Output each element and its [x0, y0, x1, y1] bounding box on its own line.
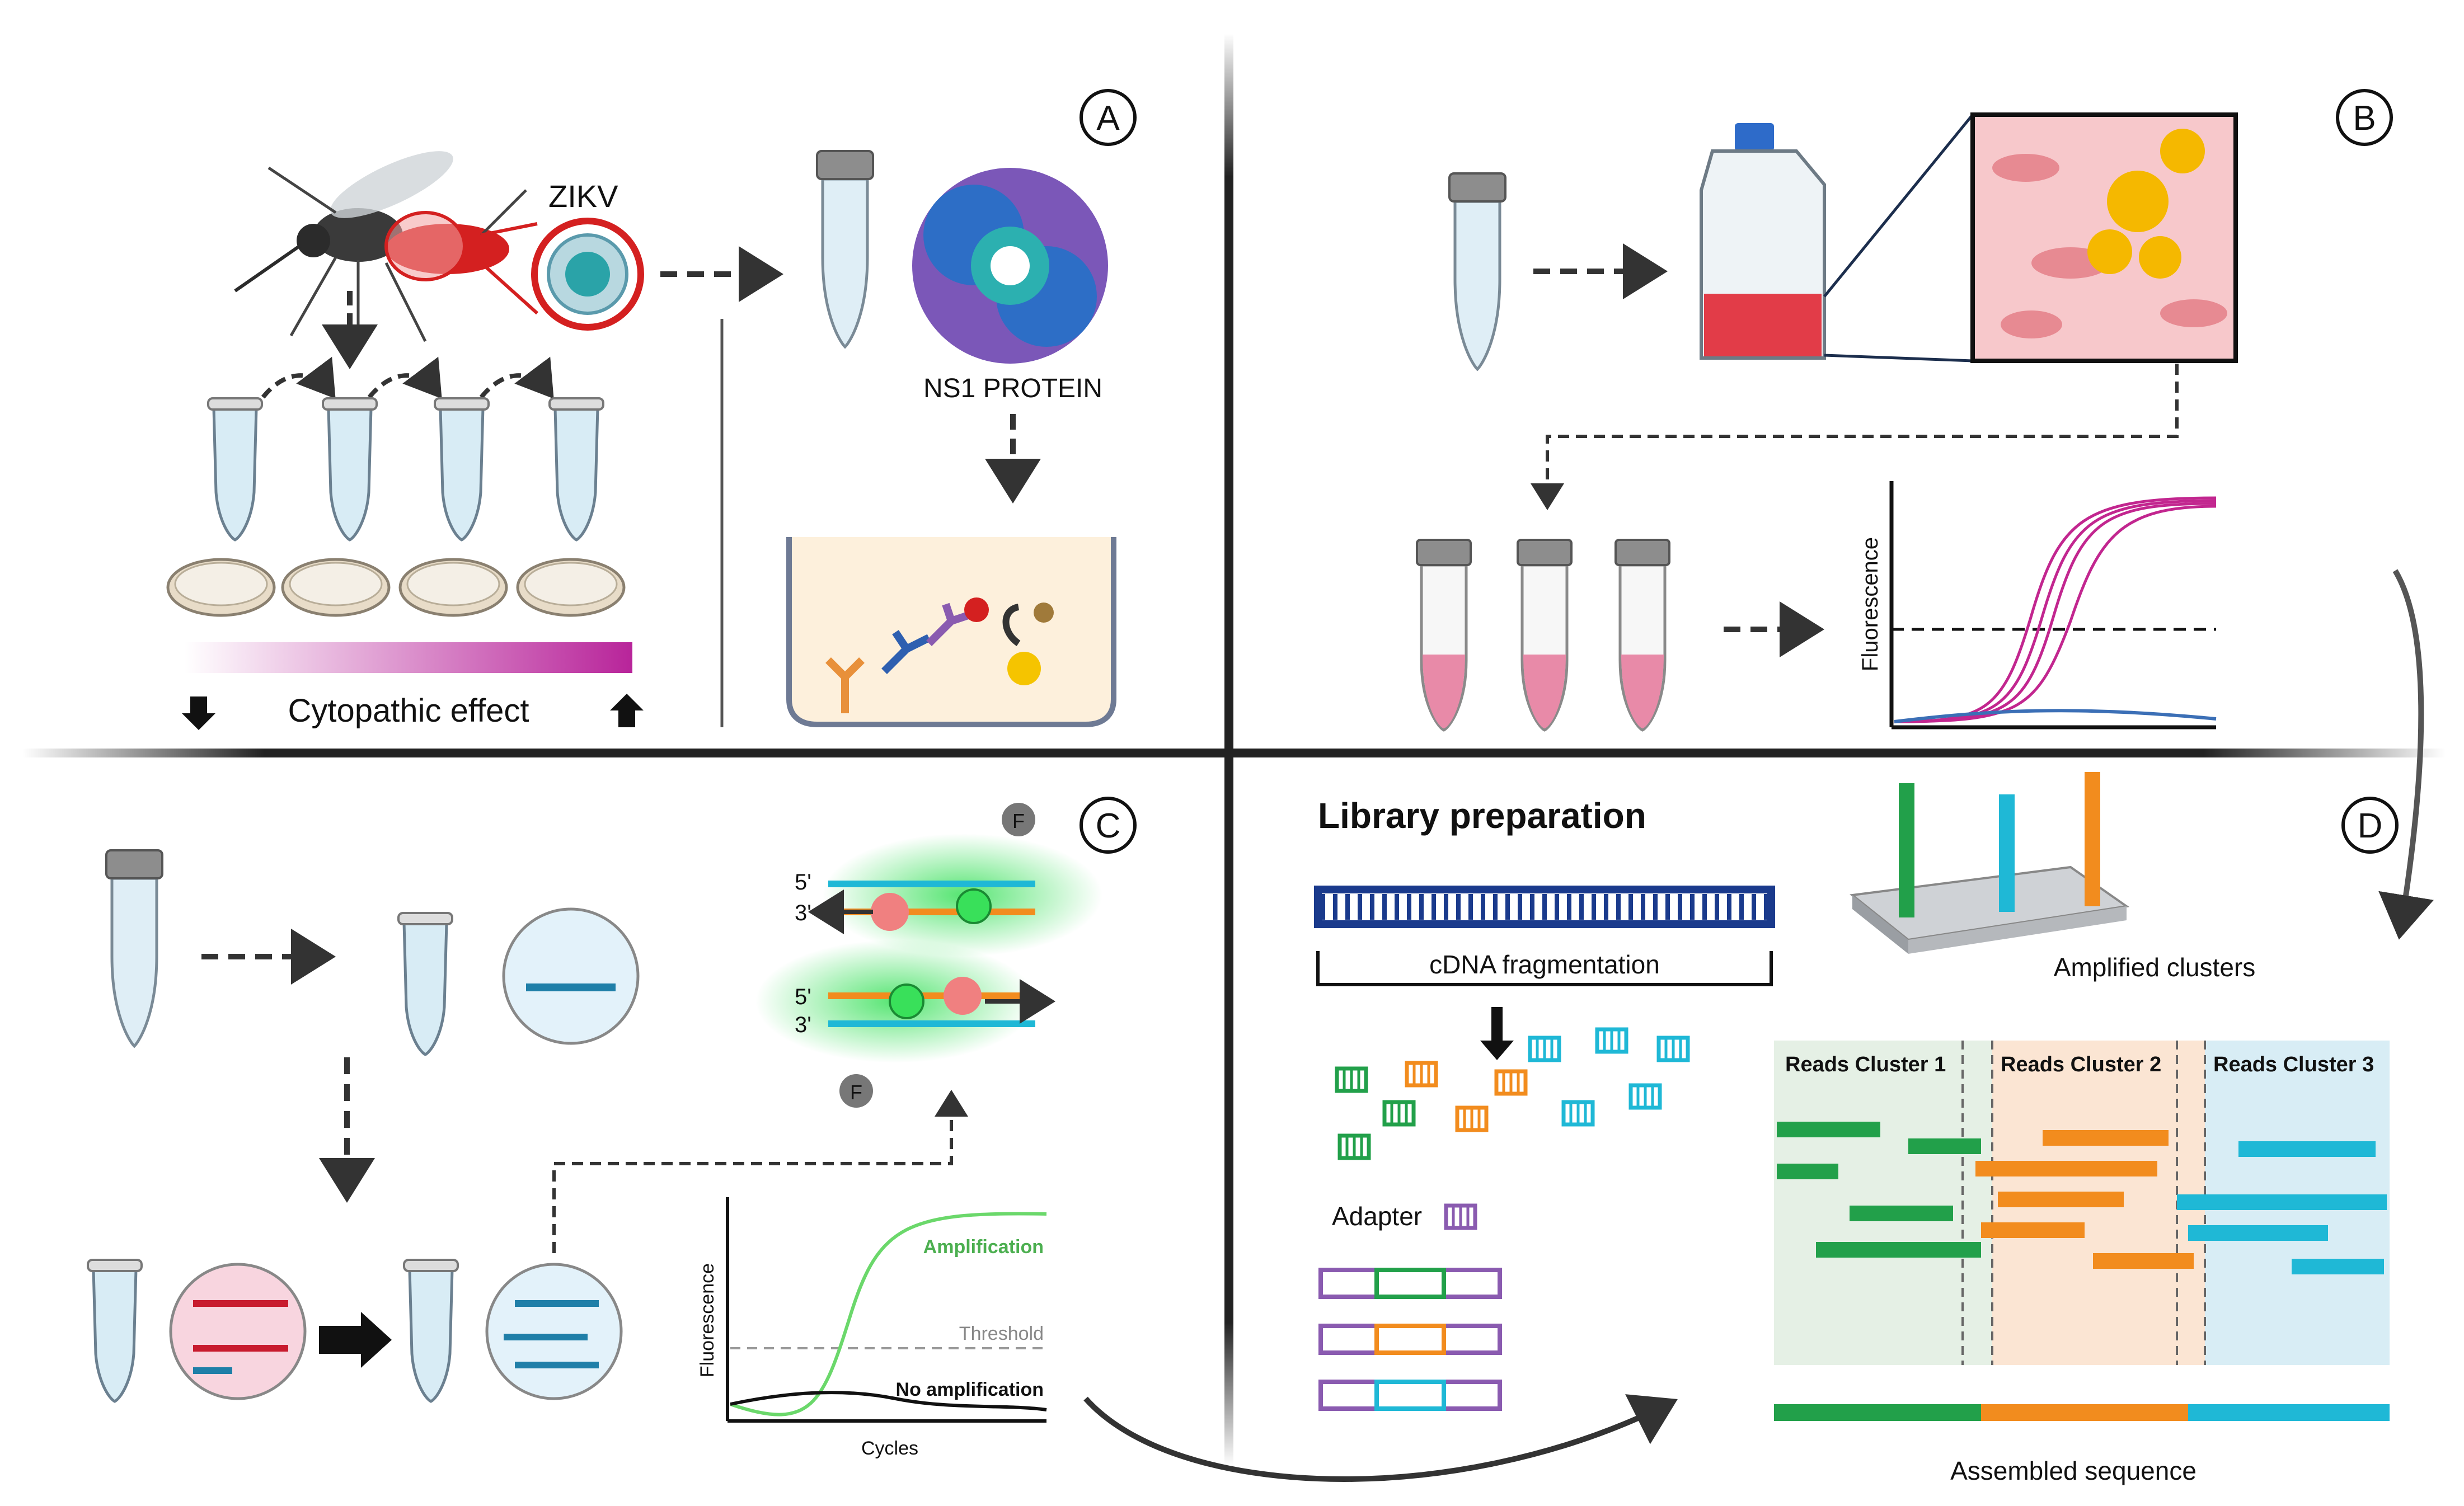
qpcr-plot-c: Amplification Threshold No amplification… — [697, 1197, 1047, 1459]
panel-b-marker-circle — [2336, 89, 2393, 146]
cdna-zoom-circle — [485, 1263, 623, 1400]
petri-dish-icon — [168, 559, 274, 615]
probe-3-top: 3' — [795, 901, 811, 925]
rt-tube-icon — [88, 1260, 142, 1401]
panel-a: A ZIKV NS1 P — [168, 89, 1137, 730]
ns1-protein-label: NS1 PROTEIN — [923, 374, 1102, 403]
clusters-label: Amplified clusters — [2054, 953, 2255, 982]
ns1-sample-tube-icon — [817, 151, 873, 347]
panel-c-marker: C — [1096, 807, 1121, 845]
dna-probe-icon: F F — [755, 803, 1102, 1108]
qpcr-c-no-amp-label: No amplification — [896, 1379, 1044, 1400]
horizontal-divider — [22, 749, 2446, 757]
virus-particle-icon — [531, 218, 644, 331]
qpcr-plot-b: Fluorescence — [1858, 481, 2217, 730]
panel-b: B — [1416, 89, 2434, 940]
probe-5-bottom: 5' — [795, 985, 811, 1009]
cpe-gradient-bar — [185, 642, 632, 673]
fragmentation-label: cDNA fragmentation — [1429, 950, 1660, 979]
probe-3-bottom: 3' — [795, 1013, 811, 1037]
vertical-divider — [1224, 34, 1233, 1466]
panel-a-marker-circle — [1080, 89, 1137, 146]
microscopy-cells-icon — [1970, 112, 2238, 363]
dilution-tube-2 — [323, 398, 377, 540]
panel-c-marker-circle — [1080, 797, 1137, 854]
rt-zoom-circle — [169, 1263, 307, 1400]
qpcr-c-y-label: Fluorescence — [697, 1263, 718, 1377]
library-prep-title: Library preparation — [1318, 796, 1646, 836]
probe-5-top: 5' — [795, 870, 811, 895]
flow-cell-icon — [1850, 772, 2130, 954]
qpcr-b-y-label: Fluorescence — [1858, 537, 1883, 671]
down-arrow-icon — [182, 696, 215, 730]
virus-label: ZIKV — [548, 178, 618, 214]
dilution-tube-4 — [550, 398, 603, 540]
cdna-tube-icon — [404, 1260, 458, 1401]
qpcr-c-threshold-label: Threshold — [959, 1323, 1044, 1344]
fragment-arrow-icon — [1480, 1007, 1514, 1060]
dilution-tube-3 — [435, 398, 489, 540]
sample-tube-icon — [1449, 173, 1505, 369]
fluor-symbol-bottom: F — [850, 1081, 862, 1104]
panel-a-marker: A — [1096, 99, 1120, 138]
antibody-icon — [825, 597, 1054, 713]
panel-d-marker-circle — [2341, 797, 2399, 854]
fluor-symbol-top: F — [1012, 810, 1025, 832]
reads-area: Reads Cluster 1 Reads Cluster 2 Reads Cl… — [1774, 1041, 2390, 1365]
reads-cluster-1-label: Reads Cluster 1 — [1785, 1053, 1946, 1076]
adapter-icon — [1446, 1206, 1475, 1228]
assembled-sequence-bar — [1774, 1404, 2390, 1421]
panel-d: D Library preparation cDNA fragmentation… — [1314, 772, 2399, 1485]
petri-dish-icon — [283, 559, 389, 615]
panel-c: C — [88, 797, 1678, 1482]
mosquito-icon — [234, 151, 527, 347]
extraction-tube-icon — [398, 913, 452, 1055]
reads-cluster-3-label: Reads Cluster 3 — [2213, 1053, 2374, 1076]
fragments — [1337, 1029, 1688, 1158]
elisa-well — [786, 537, 1116, 727]
culture-flask-icon — [1700, 123, 1826, 360]
reads-cluster-2-label: Reads Cluster 2 — [2001, 1053, 2161, 1076]
process-arrow-icon — [319, 1312, 392, 1368]
rna-zoom-circle — [502, 907, 640, 1045]
panel-d-marker: D — [2358, 807, 2383, 845]
qpcr-c-x-label: Cycles — [861, 1438, 918, 1459]
adapter-label: Adapter — [1332, 1202, 1422, 1231]
ns1-protein-icon — [912, 168, 1108, 364]
sample-tube-icon — [106, 850, 162, 1046]
up-arrow-icon — [610, 694, 644, 727]
qpcr-c-amplification-label: Amplification — [923, 1236, 1044, 1258]
rt-pcr-tubes — [1416, 539, 1670, 732]
petri-dish-icon — [518, 559, 624, 615]
cpe-label: Cytopathic effect — [288, 693, 529, 729]
dilution-tube-1 — [208, 398, 262, 540]
assembled-label: Assembled sequence — [1950, 1456, 2197, 1485]
ligated-fragments — [1318, 1268, 1502, 1411]
petri-dish-icon — [400, 559, 506, 615]
panel-b-marker: B — [2353, 99, 2376, 138]
